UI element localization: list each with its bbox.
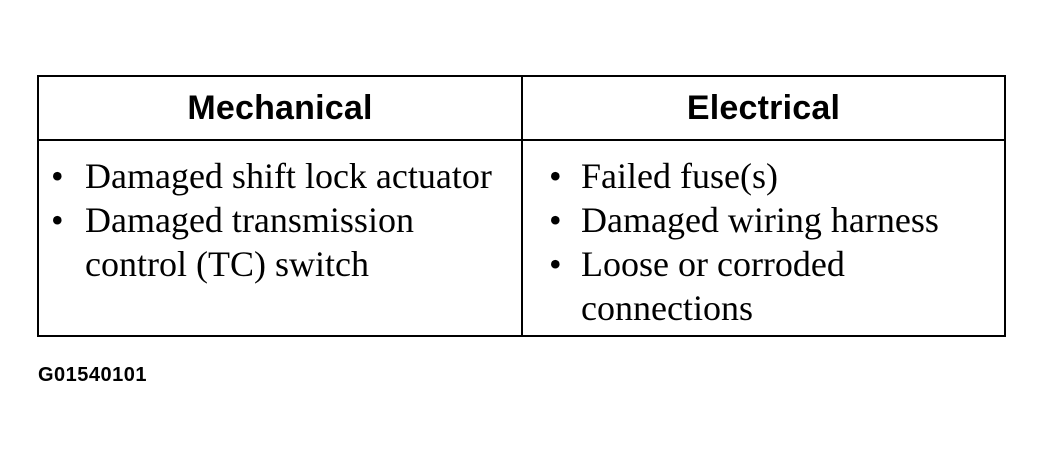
list-item: Damaged transmission control (TC) switch	[39, 198, 521, 286]
list-item: Failed fuse(s)	[523, 154, 1004, 198]
list-item: Damaged wiring harness	[523, 198, 1004, 242]
list-item: Loose or corroded connections	[523, 242, 1004, 330]
header-row: Mechanical Electrical	[37, 75, 1006, 141]
body-row: Damaged shift lock actuator Damaged tran…	[37, 139, 1006, 337]
mechanical-cell: Damaged shift lock actuator Damaged tran…	[37, 139, 523, 337]
electrical-list: Failed fuse(s) Damaged wiring harness Lo…	[523, 154, 1004, 330]
cause-table: Mechanical Electrical Damaged shift lock…	[37, 75, 1006, 337]
list-item: Damaged shift lock actuator	[39, 154, 521, 198]
header-electrical: Electrical	[521, 75, 1006, 141]
electrical-cell: Failed fuse(s) Damaged wiring harness Lo…	[521, 139, 1006, 337]
header-mechanical: Mechanical	[37, 75, 523, 141]
mechanical-list: Damaged shift lock actuator Damaged tran…	[39, 154, 521, 286]
figure-id: G01540101	[38, 364, 148, 386]
